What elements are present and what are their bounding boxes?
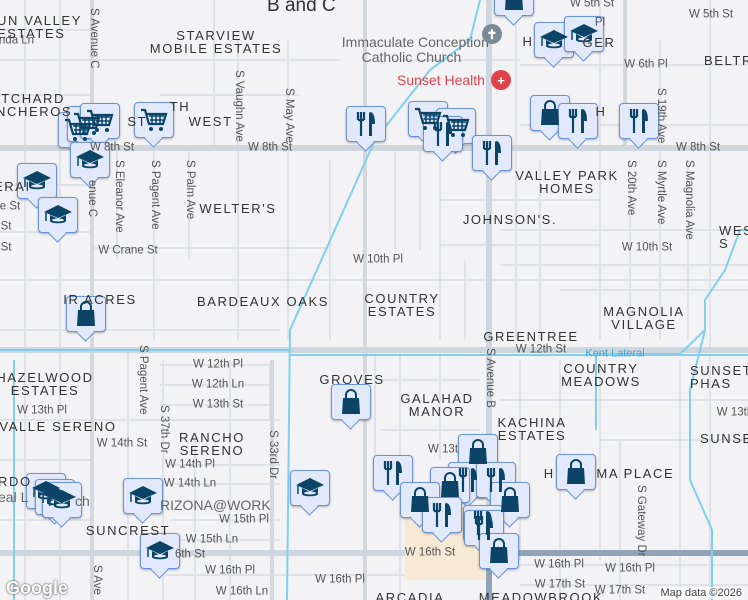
map-marker-restaurant[interactable]	[472, 135, 512, 171]
map-marker-restaurant[interactable]	[423, 116, 463, 152]
map-attribution[interactable]: Map data ©2026	[658, 587, 744, 599]
poi-label: Immaculate Conception Catholic Church	[341, 34, 489, 65]
map-marker-graduation-cap[interactable]	[17, 163, 57, 199]
shopping-bag-icon	[435, 471, 465, 499]
hospital-icon: +	[491, 70, 511, 90]
shopping-cart-icon	[139, 106, 169, 134]
graduation-cap-icon	[128, 482, 158, 510]
map-marker-shopping-cart[interactable]	[408, 101, 448, 137]
shopping-bag-icon	[484, 537, 514, 565]
poi-church[interactable]: Immaculate Conception Catholic Church ✝	[334, 20, 502, 80]
map-marker-graduation-cap[interactable]	[290, 470, 330, 506]
map-marker-graduation-cap[interactable]	[42, 482, 82, 518]
shopping-bag-icon	[499, 0, 529, 12]
map-marker-graduation-cap[interactable]	[534, 22, 574, 58]
map-marker-restaurant[interactable]	[619, 103, 659, 139]
graduation-cap-icon	[295, 474, 325, 502]
map-marker-graduation-cap[interactable]	[38, 197, 78, 233]
google-logo: Google	[6, 578, 68, 598]
map-marker-graduation-cap[interactable]	[123, 478, 163, 514]
restaurant-icon	[427, 501, 457, 529]
shopping-bag-icon	[535, 99, 565, 127]
map-marker-shopping-bag[interactable]	[430, 467, 470, 503]
map-marker-restaurant[interactable]	[558, 103, 598, 139]
map-marker-shopping-bag[interactable]	[479, 533, 519, 569]
shopping-bag-icon	[71, 300, 101, 328]
restaurant-icon	[428, 120, 458, 148]
shopping-bag-icon	[336, 388, 366, 416]
restaurant-icon	[624, 107, 654, 135]
shopping-cart-icon	[85, 107, 115, 135]
church-icon: ✝	[482, 24, 502, 44]
map-marker-restaurant[interactable]	[373, 455, 413, 491]
map-marker-graduation-cap[interactable]	[70, 142, 110, 178]
map-marker-graduation-cap[interactable]	[564, 16, 604, 52]
map-marker-restaurant[interactable]	[476, 462, 516, 498]
poi-sunset-health[interactable]: Sunset Health +	[397, 70, 511, 90]
map-marker-shopping-bag[interactable]	[490, 482, 530, 518]
map-marker-graduation-cap[interactable]	[140, 533, 180, 569]
graduation-cap-icon	[43, 201, 73, 229]
map-marker-shopping-bag[interactable]	[494, 0, 534, 16]
map-marker-restaurant[interactable]	[346, 106, 386, 142]
shopping-bag-icon	[561, 458, 591, 486]
shopping-bag-icon	[463, 438, 493, 466]
map-marker-shopping-bag[interactable]	[530, 95, 570, 131]
graduation-cap-icon	[75, 146, 105, 174]
map-marker-shopping-bag[interactable]	[66, 296, 106, 332]
restaurant-icon	[477, 139, 507, 167]
map-marker-shopping-cart[interactable]	[134, 102, 174, 138]
map-marker-restaurant[interactable]	[422, 497, 462, 533]
graduation-cap-icon	[47, 486, 77, 514]
poi-label: Sunset Health	[397, 72, 485, 88]
shopping-bag-icon	[495, 486, 525, 514]
map-marker-shopping-cart[interactable]	[80, 103, 120, 139]
restaurant-icon	[351, 110, 381, 138]
map-marker-shopping-bag[interactable]	[458, 434, 498, 470]
graduation-cap-icon	[22, 167, 52, 195]
graduation-cap-icon	[539, 26, 569, 54]
graduation-cap-icon	[145, 537, 175, 565]
map-marker-shopping-bag[interactable]	[556, 454, 596, 490]
graduation-cap-icon	[569, 20, 599, 48]
restaurant-icon	[378, 459, 408, 487]
restaurant-icon	[563, 107, 593, 135]
map-marker-shopping-bag[interactable]	[331, 384, 371, 420]
